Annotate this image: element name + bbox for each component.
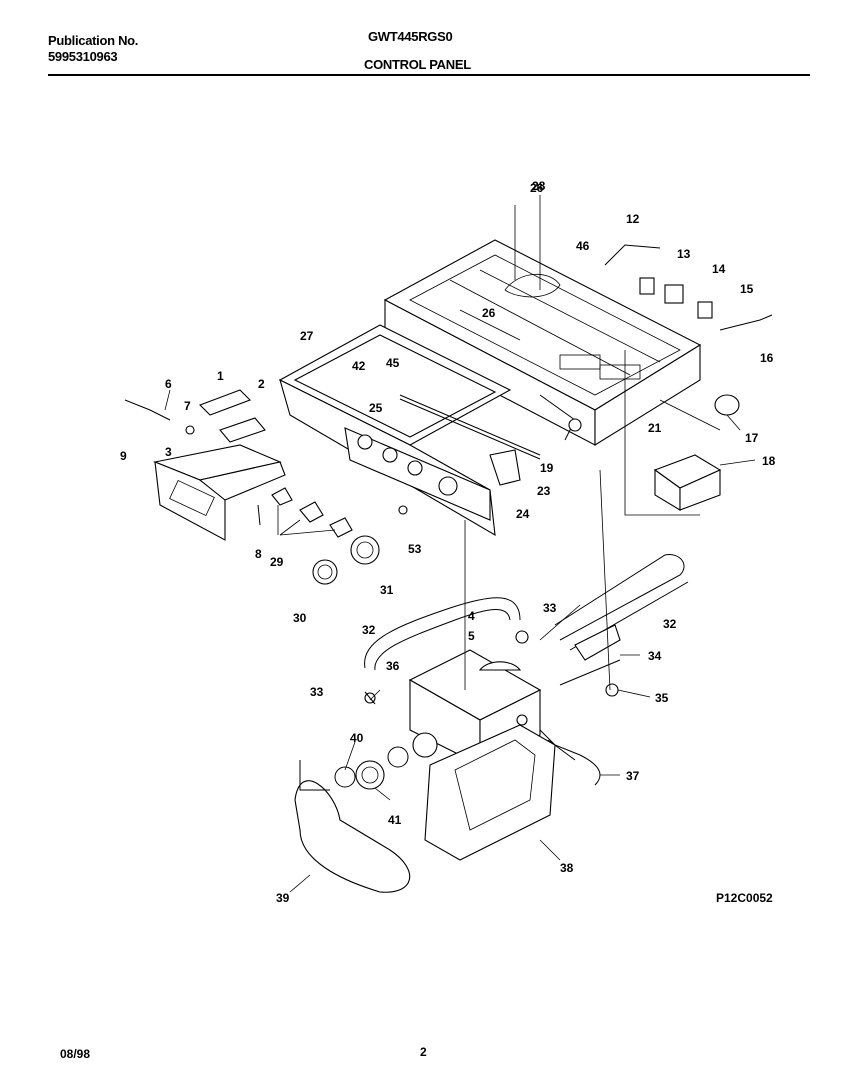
callout-40: 40 [350, 731, 364, 745]
callout-19: 19 [540, 461, 554, 475]
clamps [364, 630, 529, 705]
callout-21: 21 [648, 421, 662, 435]
publication-number: 5995310963 [48, 49, 118, 64]
callout-38: 38 [560, 861, 574, 875]
callout-25: 25 [369, 401, 383, 415]
callout-30: 30 [293, 611, 307, 625]
footer-date: 08/98 [60, 1047, 91, 1061]
callout-13: 13 [677, 247, 691, 261]
callout-36: 36 [386, 659, 400, 673]
callout-8: 8 [255, 547, 262, 561]
callout-24: 24 [516, 507, 530, 521]
console-front-panel [278, 324, 512, 537]
model-number: GWT445RGS0 [368, 29, 453, 44]
callout-18: 18 [762, 454, 776, 468]
callout-12: 12 [626, 212, 640, 226]
mixing-valve-assembly [408, 624, 621, 786]
callout-26-top: 26 [530, 181, 544, 195]
leader-lines [164, 195, 756, 893]
callout-27: 27 [300, 329, 314, 343]
page-number: 2 [420, 1045, 427, 1059]
section-title: CONTROL PANEL [364, 57, 471, 72]
callout-29: 29 [270, 555, 284, 569]
callout-28: 28 [532, 179, 546, 193]
callout-4: 4 [468, 609, 475, 623]
callout-33-right: 33 [543, 601, 557, 615]
control-knobs [271, 487, 408, 585]
callout-5: 5 [468, 629, 475, 643]
callout-2: 2 [258, 377, 265, 391]
callout-3: 3 [165, 445, 172, 459]
dispenser-drawer [124, 389, 286, 541]
hoses [364, 554, 689, 671]
callout-37: 37 [626, 769, 640, 783]
callout-9: 9 [120, 449, 127, 463]
callout-32-right: 32 [663, 617, 677, 631]
header-rule [48, 74, 810, 76]
callout-16: 16 [760, 351, 774, 365]
publication-label: Publication No. [48, 33, 139, 48]
callout-31: 31 [380, 583, 394, 597]
callout-23: 23 [537, 484, 551, 498]
callout-34: 34 [648, 649, 662, 663]
callout-14: 14 [712, 262, 726, 276]
callout-15: 15 [740, 282, 754, 296]
callout-42: 42 [352, 359, 366, 373]
callout-35: 35 [655, 691, 669, 705]
callout-1: 1 [217, 369, 224, 383]
drawing-id: P12C0052 [716, 891, 773, 905]
callout-46: 46 [576, 239, 590, 253]
callout-26-mid: 26 [482, 306, 496, 320]
callout-32-left: 32 [362, 623, 376, 637]
callout-6: 6 [165, 377, 172, 391]
callout-33-left: 33 [310, 685, 324, 699]
callout-41: 41 [388, 813, 402, 827]
callout-39: 39 [276, 891, 290, 905]
wiring-components [604, 244, 773, 516]
control-panel-frame [383, 239, 702, 446]
callout-labels: 1 2 3 4 5 6 7 8 9 12 13 14 15 16 17 18 1… [120, 179, 776, 905]
callout-17: 17 [745, 431, 759, 445]
harness-rod [399, 394, 582, 486]
housing [294, 724, 556, 893]
callout-45: 45 [386, 356, 400, 370]
callout-7: 7 [184, 399, 191, 413]
callout-53: 53 [408, 542, 422, 556]
